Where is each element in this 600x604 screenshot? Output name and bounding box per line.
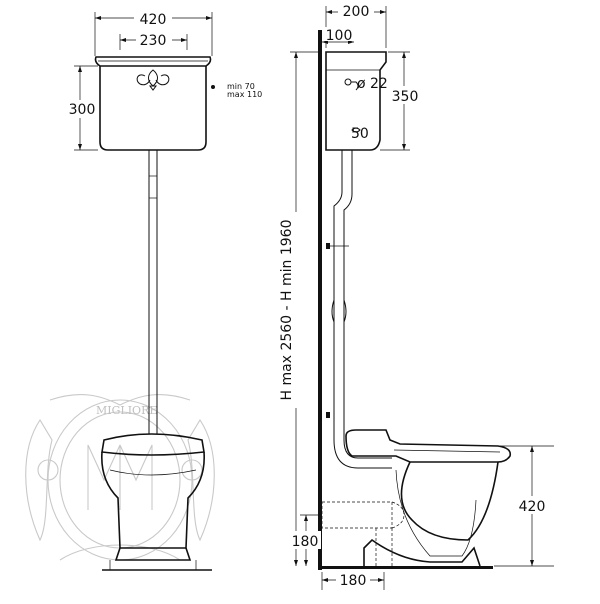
- pipe-offset-max: max 110: [227, 90, 262, 99]
- bowl-base: [363, 538, 481, 567]
- dim-cistern-side-height: 350: [392, 89, 419, 105]
- cistern-body: [99, 66, 207, 151]
- dim-total-height: H max 2560 - H min 1960: [279, 220, 295, 401]
- dim-mount-spacing: 230: [140, 33, 167, 49]
- dim-bowl-height: 420: [519, 499, 546, 515]
- inlet-point-icon: [211, 85, 215, 89]
- watermark-text: MIGLIORE: [96, 404, 157, 417]
- cistern-ornament-icon: [136, 69, 170, 91]
- dim-inlet-diameter: ø 22: [357, 76, 388, 92]
- seat-lid-side: [345, 429, 512, 463]
- flush-pipe-side: [333, 150, 343, 440]
- dim-cistern-width: 420: [140, 12, 167, 28]
- dim-flush-pipe-diameter: 50: [351, 126, 369, 142]
- dim-outlet-distance: 180: [340, 573, 367, 589]
- bowl-pedestal: [114, 547, 192, 561]
- dim-cistern-depth: 200: [343, 4, 370, 20]
- flush-lever-icon: [344, 78, 352, 86]
- front-view: 420 230 300 min 70 max 110: [66, 10, 262, 571]
- bowl-body: [101, 451, 205, 549]
- floor-line-side: [318, 566, 493, 569]
- cistern-side: [325, 51, 387, 151]
- bowl-side: [400, 461, 499, 541]
- outlet-pipe: [321, 501, 393, 529]
- dim-wall-offset: 100: [326, 28, 353, 44]
- wall: [318, 30, 322, 570]
- dim-cistern-height: 300: [69, 102, 96, 118]
- pipe-offset-min: min 70: [227, 82, 255, 91]
- dim-outlet-height: 180: [292, 534, 319, 550]
- cistern-lid: [94, 56, 212, 67]
- side-view: 200 100 350 ø 22 50 H max 2560 - H min 1…: [278, 2, 554, 590]
